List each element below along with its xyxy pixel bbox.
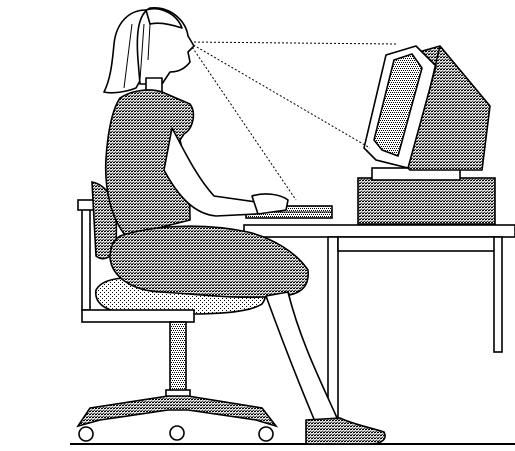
- chair-column: [170, 322, 186, 394]
- chair-caster: [259, 427, 273, 441]
- shoe: [306, 418, 385, 444]
- chair-caster: [79, 427, 93, 441]
- monitor: [364, 46, 490, 170]
- desk-top: [244, 225, 515, 237]
- computer-base-unit: [358, 168, 495, 224]
- chair-caster: [170, 426, 184, 440]
- desk-drawer-panel: [338, 237, 498, 251]
- desk-right-leg: [494, 237, 502, 352]
- sightlines: [190, 42, 396, 200]
- hand: [252, 194, 288, 214]
- chair-base: [78, 396, 276, 426]
